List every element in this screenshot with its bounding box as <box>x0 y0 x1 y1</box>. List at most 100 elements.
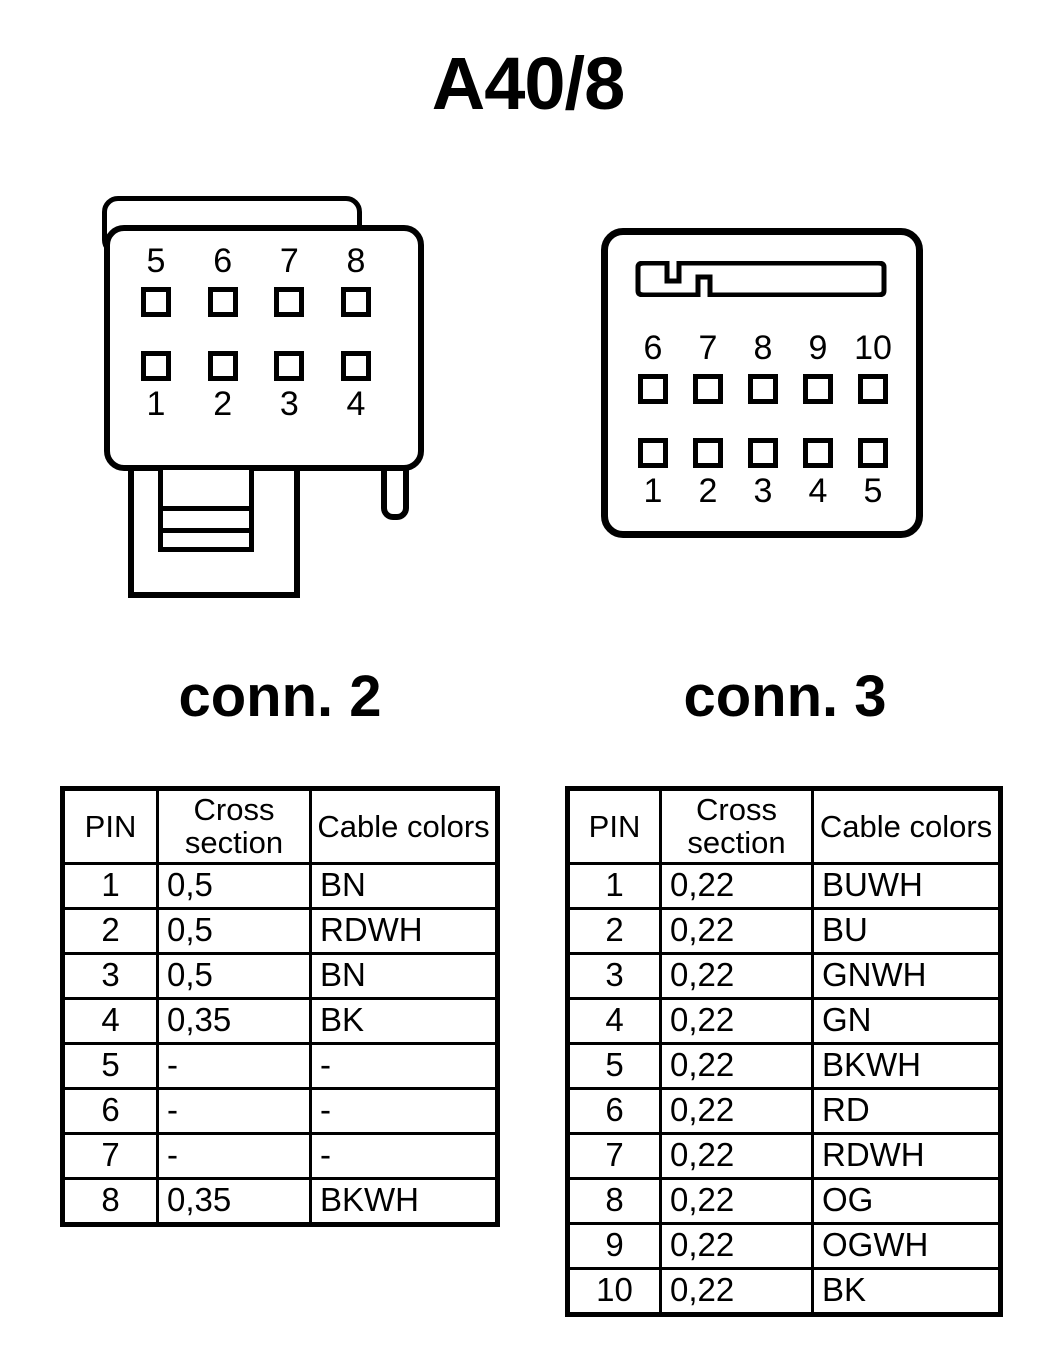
cell-cross-section: 0,22 <box>659 1131 814 1180</box>
cell-cable-colors: BK <box>309 996 499 1045</box>
connector-3-top-pin-labels: 6 7 8 9 10 <box>628 331 898 365</box>
pin-socket <box>693 438 723 468</box>
connector-2-body <box>104 225 424 471</box>
cell-pin: 8 <box>566 1176 662 1225</box>
connector-3-bottom-pin-labels: 1 2 3 4 5 <box>628 474 898 508</box>
cell-pin: 3 <box>61 951 159 1000</box>
column-header-cable-colors: Cable colors <box>309 787 499 865</box>
cell-cable-colors: RDWH <box>811 1131 1002 1180</box>
pin-socket <box>207 351 238 381</box>
pin-label: 1 <box>643 472 663 510</box>
cell-pin: 5 <box>61 1041 159 1090</box>
pin-label: 10 <box>854 329 892 367</box>
cell-cable-colors: GNWH <box>811 951 1002 1000</box>
cell-cable-colors: BKWH <box>811 1041 1002 1090</box>
cell-pin: 6 <box>61 1086 159 1135</box>
connector-2-bottom-pin-row <box>134 351 378 381</box>
pin-socket <box>748 374 778 404</box>
pin-socket <box>803 374 833 404</box>
column-header-pin: PIN <box>566 787 662 865</box>
cell-pin: 1 <box>61 861 159 910</box>
cell-pin: 9 <box>566 1221 662 1270</box>
pin-label: 3 <box>753 472 773 510</box>
cell-pin: 1 <box>566 861 662 910</box>
keyway-shape-icon <box>635 260 887 298</box>
pin-socket <box>207 287 238 317</box>
pin-socket <box>274 351 305 381</box>
pin-socket <box>858 374 888 404</box>
connector-3-keyway-slot <box>630 260 892 298</box>
connector-3-bottom-pin-row <box>628 438 898 468</box>
cell-cross-section: - <box>156 1041 312 1090</box>
connector-2-bottom-pin-labels: 1 2 3 4 <box>134 387 378 421</box>
table-row: 7-- <box>61 1131 499 1180</box>
cell-cross-section: 0,22 <box>659 1041 814 1090</box>
connector-2-top-pin-row <box>134 287 378 317</box>
cell-cable-colors: - <box>309 1041 499 1090</box>
page-title: A40/8 <box>431 42 625 125</box>
pin-socket <box>803 438 833 468</box>
pin-socket <box>340 351 371 381</box>
pin-socket <box>274 287 305 317</box>
pin-label: 7 <box>698 329 718 367</box>
cell-cable-colors: OG <box>811 1176 1002 1225</box>
cell-cable-colors: BK <box>811 1266 1002 1316</box>
connector-3-diagram: 6 7 8 9 10 1 2 3 4 5 <box>601 228 931 540</box>
pin-label: 6 <box>213 242 233 280</box>
cell-pin: 3 <box>566 951 662 1000</box>
column-header-cross-section: Cross section <box>659 787 814 865</box>
pin-socket <box>693 374 723 404</box>
cell-cross-section: 0,22 <box>659 1266 814 1316</box>
cell-cross-section: 0,22 <box>659 906 814 955</box>
connector-2-pin-grid: 5 6 7 8 1 2 3 4 <box>134 244 378 421</box>
cell-cable-colors: - <box>309 1131 499 1180</box>
cell-cable-colors: RDWH <box>309 906 499 955</box>
connector-2-top-pin-labels: 5 6 7 8 <box>134 244 378 278</box>
cell-cable-colors: BU <box>811 906 1002 955</box>
pin-label: 7 <box>279 242 299 280</box>
pin-socket <box>638 438 668 468</box>
pin-label: 1 <box>146 385 166 423</box>
pin-socket <box>340 287 371 317</box>
cell-pin: 4 <box>61 996 159 1045</box>
cell-cross-section: 0,22 <box>659 996 814 1045</box>
pin-label: 8 <box>753 329 773 367</box>
pin-label: 2 <box>698 472 718 510</box>
connector-3-top-pin-row <box>628 374 898 404</box>
table-row: 5-- <box>61 1041 499 1090</box>
pin-label: 5 <box>146 242 166 280</box>
cell-pin: 2 <box>61 906 159 955</box>
cell-cross-section: 0,35 <box>156 996 312 1045</box>
cell-cable-colors: BUWH <box>811 861 1002 910</box>
cell-cable-colors: BKWH <box>309 1176 499 1226</box>
cell-cable-colors: GN <box>811 996 1002 1045</box>
connector-3-pin-grid: 6 7 8 9 10 1 2 3 4 5 <box>628 331 898 508</box>
cell-cross-section: 0,5 <box>156 951 312 1000</box>
pin-label: 2 <box>213 385 233 423</box>
cell-cross-section: 0,22 <box>659 951 814 1000</box>
table-header-row: PIN Cross section Cable colors <box>61 787 499 865</box>
cell-cross-section: 0,22 <box>659 1221 814 1270</box>
connector-2-diagram: 5 6 7 8 1 2 3 4 <box>96 196 436 606</box>
pin-label: 4 <box>346 385 366 423</box>
pin-label: 6 <box>643 329 663 367</box>
pin-socket <box>748 438 778 468</box>
pin-socket <box>141 287 171 317</box>
table-header-row: PIN Cross section Cable colors <box>566 787 1002 865</box>
cell-cross-section: 0,22 <box>659 861 814 910</box>
